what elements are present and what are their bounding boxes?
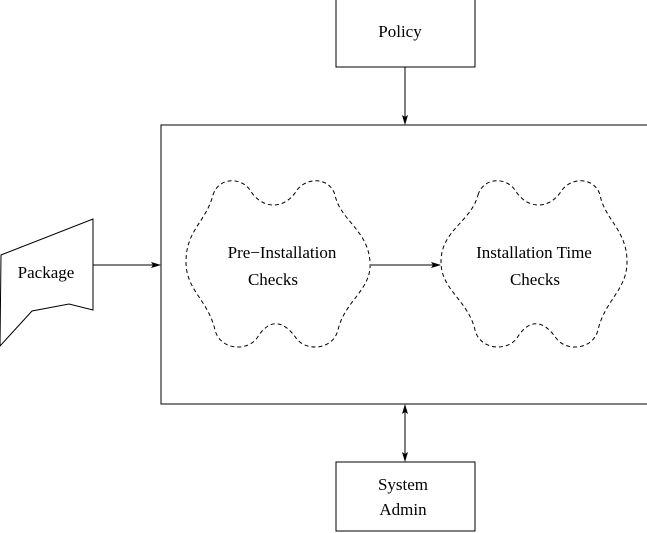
pre-installation-label-line1: Pre−Installation: [228, 243, 337, 262]
system-admin-label-line1: System: [378, 475, 428, 494]
package-node: Package: [0, 218, 94, 347]
package-label: Package: [18, 263, 75, 282]
policy-node: Policy: [335, 0, 476, 68]
policy-label: Policy: [378, 22, 422, 41]
pre-installation-checks-node: Pre−Installation Checks: [185, 180, 371, 348]
installation-time-label-line1: Installation Time: [476, 243, 592, 262]
installation-time-checks-node: Installation Time Checks: [440, 180, 628, 348]
pre-installation-label-line2: Checks: [248, 270, 298, 289]
system-admin-label-line2: Admin: [379, 500, 427, 519]
installation-time-label-line2: Checks: [510, 270, 560, 289]
system-admin-node: System Admin: [335, 461, 476, 532]
